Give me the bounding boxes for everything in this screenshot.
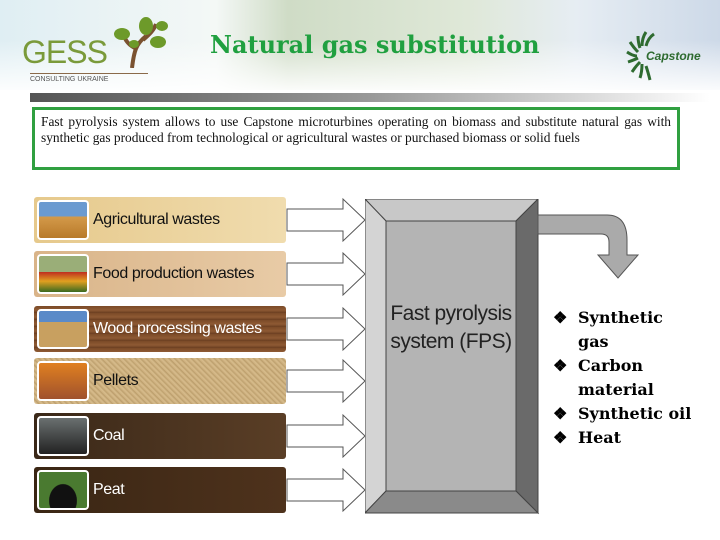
fps-box bbox=[365, 199, 540, 515]
arrow-icon bbox=[286, 413, 366, 459]
input-agricultural-wastes: Agricultural wastes bbox=[34, 197, 286, 243]
input-food-production-wastes: Food production wastes bbox=[34, 251, 286, 297]
output-arrow-icon bbox=[537, 214, 640, 279]
input-wood-processing-wastes: Wood processing wastes bbox=[34, 306, 286, 352]
output-item: ❖Synthetic oil bbox=[553, 402, 698, 426]
bullet-icon: ❖ bbox=[553, 356, 568, 375]
bullet-icon: ❖ bbox=[553, 308, 568, 327]
intro-text-box: Fast pyrolysis system allows to use Caps… bbox=[32, 107, 680, 170]
arrow-icon bbox=[286, 251, 366, 297]
input-label: Pellets bbox=[93, 372, 139, 389]
coal-image bbox=[37, 416, 89, 456]
header-fade bbox=[0, 40, 720, 95]
input-label: Food production wastes bbox=[93, 265, 255, 282]
input-coal: Coal bbox=[34, 413, 286, 459]
gess-logo-subtitle: CONSULTING UKRAINE bbox=[30, 73, 148, 84]
input-label: Agricultural wastes bbox=[93, 211, 220, 228]
turbine-icon bbox=[626, 31, 655, 81]
arrow-icon bbox=[286, 306, 366, 352]
bullet-icon: ❖ bbox=[553, 428, 568, 447]
bullet-icon: ❖ bbox=[553, 404, 568, 423]
arrow-icon bbox=[286, 467, 366, 513]
capstone-logo-text: Capstone bbox=[646, 49, 701, 63]
fps-label: Fast pyrolysis system (FPS) bbox=[390, 302, 512, 353]
hay-bale-image bbox=[37, 200, 89, 240]
outputs-list: ❖Synthetic gas ❖Carbon material ❖Synthet… bbox=[553, 306, 698, 450]
input-arrows bbox=[286, 197, 366, 513]
input-peat: Peat bbox=[34, 467, 286, 513]
gess-logo-text: GESS bbox=[22, 34, 108, 70]
page-title: Natural gas substitution bbox=[210, 30, 540, 59]
sawdust-image bbox=[37, 309, 89, 349]
gess-logo: GESS CONSULTING UKRAINE bbox=[22, 16, 172, 86]
header-divider bbox=[30, 93, 710, 102]
output-item: ❖Synthetic gas bbox=[553, 306, 698, 354]
output-item: ❖Carbon material bbox=[553, 354, 698, 402]
vegetables-image bbox=[37, 254, 89, 294]
input-pellets: Pellets bbox=[34, 358, 286, 404]
capstone-logo: Capstone bbox=[624, 26, 714, 86]
input-label: Peat bbox=[93, 481, 125, 498]
input-label: Coal bbox=[93, 427, 125, 444]
tree-icon bbox=[114, 17, 168, 68]
output-item: ❖Heat bbox=[553, 426, 698, 450]
arrow-icon bbox=[286, 197, 366, 243]
input-label: Wood processing wastes bbox=[93, 320, 262, 337]
pellets-image bbox=[37, 361, 89, 401]
peat-image bbox=[37, 470, 89, 510]
arrow-icon bbox=[286, 358, 366, 404]
